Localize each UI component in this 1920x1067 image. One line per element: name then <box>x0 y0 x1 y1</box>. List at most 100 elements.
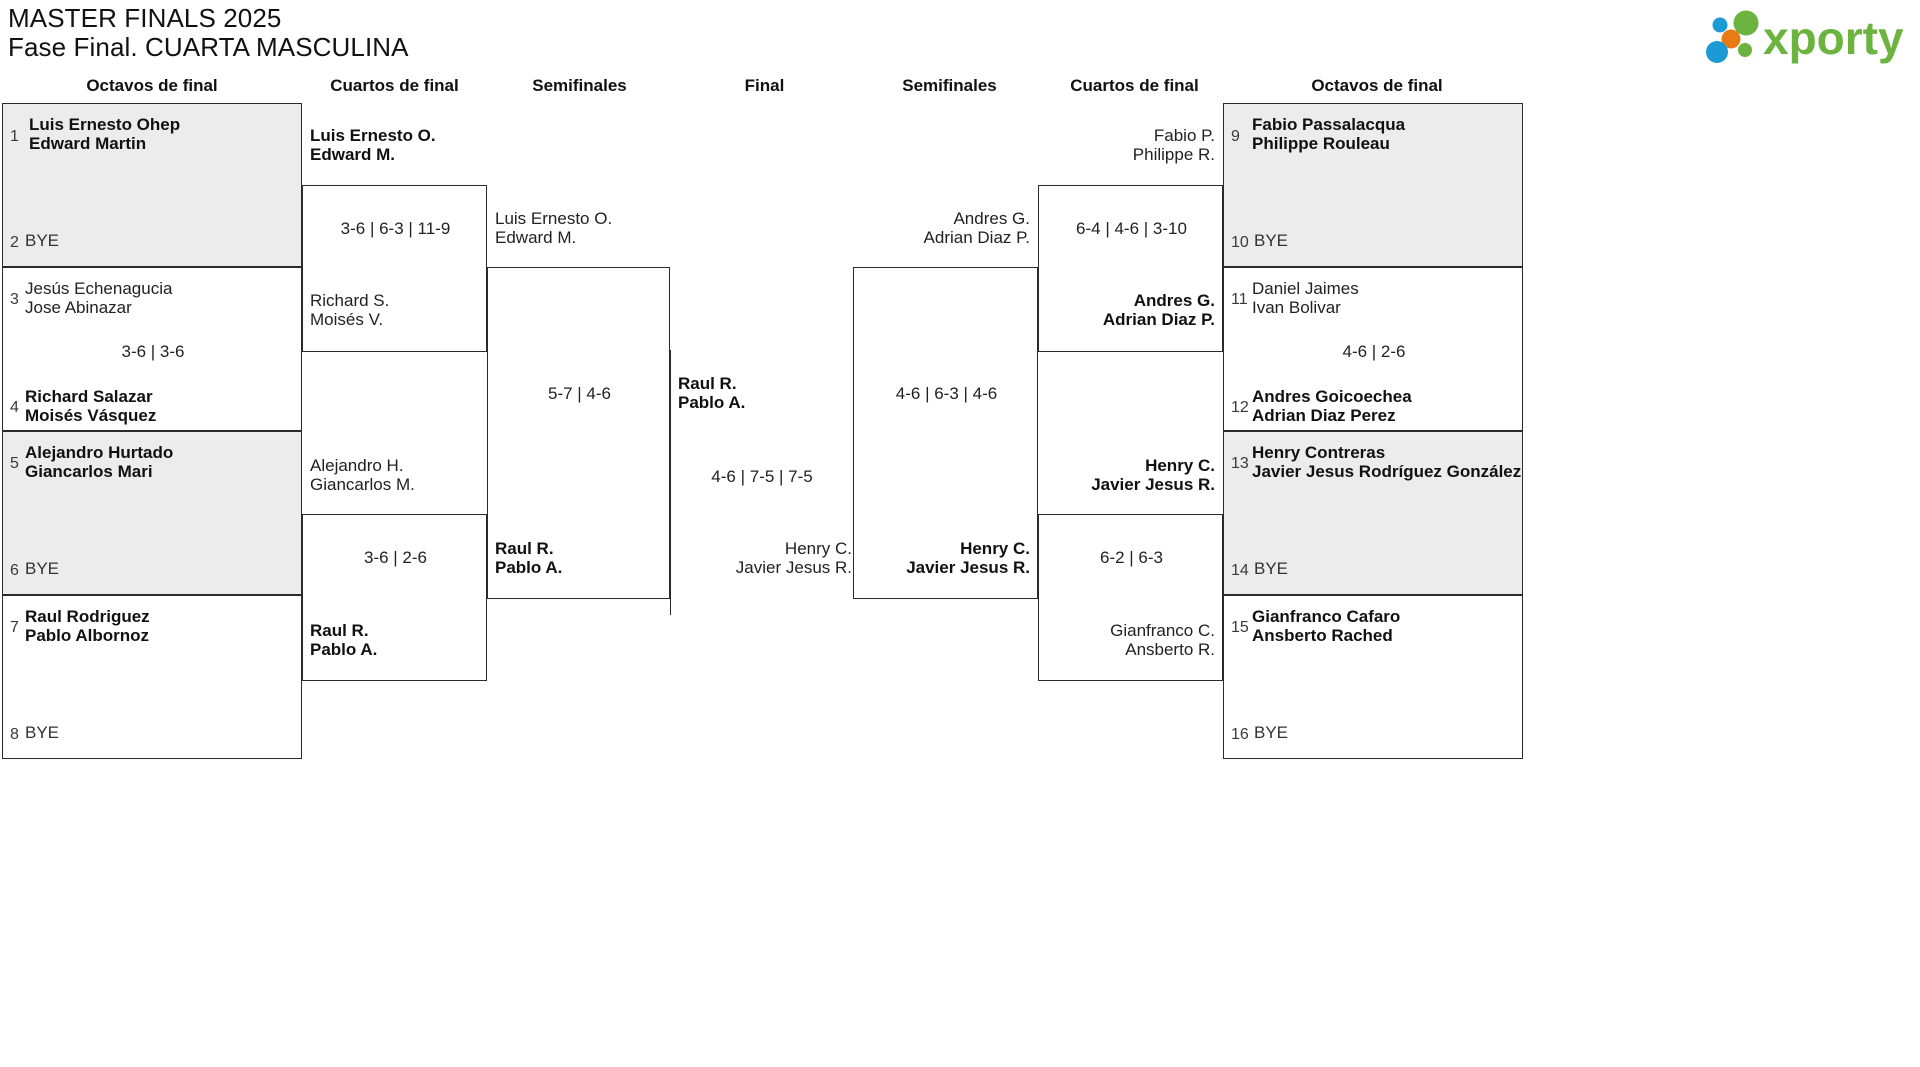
final-bottom-line2: Javier Jesus R. <box>735 558 852 577</box>
logo-dot-orange <box>1721 29 1741 49</box>
team-name-line2: Javier Jesus Rodríguez González <box>1252 462 1522 481</box>
seed-number: 10 <box>1231 234 1249 251</box>
right-r16-match-2[interactable]: 11 Daniel Jaimes Ivan Bolivar 4-6 | 2-6 … <box>1223 267 1523 431</box>
right-r16-match-1[interactable]: 9 Fabio Passalacqua Philippe Rouleau 10 … <box>1223 103 1523 267</box>
page-title: MASTER FINALS 2025 <box>8 3 282 33</box>
seed-number: 1 <box>10 128 19 145</box>
team-name-line1: Luis Ernesto Ohep <box>29 115 181 134</box>
logo-dot-green-small <box>1738 43 1752 57</box>
team-name-line1: Fabio Passalacqua <box>1252 115 1406 134</box>
seed-number: 16 <box>1231 726 1249 743</box>
right-sf-bottom-line2: Javier Jesus R. <box>906 558 1030 577</box>
round-header-right-r16: Octavos de final <box>1311 76 1443 95</box>
round-header-right-qf: Cuartos de final <box>1070 76 1199 95</box>
seed-number: 2 <box>10 234 19 251</box>
final-bottom-line1: Henry C. <box>784 539 852 558</box>
seed-number: 9 <box>1231 128 1240 145</box>
team-name-line2: Ivan Bolivar <box>1252 298 1341 317</box>
left-qf-m2-top-line1: Alejandro H. <box>310 456 404 475</box>
round-header-left-r16: Octavos de final <box>86 76 218 95</box>
team-name-line1: BYE <box>25 231 60 250</box>
right-r16-match-3[interactable]: 13 Henry Contreras Javier Jesus Rodrígue… <box>1223 431 1523 595</box>
right-r16-match-4[interactable]: 15 Gianfranco Cafaro Ansberto Rached 16 … <box>1223 595 1523 759</box>
team-name-line1: Daniel Jaimes <box>1252 279 1359 298</box>
xporty-logo: xporty <box>1705 8 1905 64</box>
team-name-line1: Raul Rodriguez <box>25 607 150 626</box>
left-r16-match-2[interactable]: 3 Jesús Echenagucia Jose Abinazar 3-6 | … <box>2 267 302 431</box>
match-score: 3-6 | 3-6 <box>121 342 185 361</box>
team-name-line2: Giancarlos Mari <box>25 462 153 481</box>
match-score: 4-6 | 6-3 | 4-6 <box>895 384 998 403</box>
right-sf-bottom-line1: Henry C. <box>960 539 1030 558</box>
seed-number: 3 <box>10 291 19 308</box>
left-qf-m2-bottom-line1: Raul R. <box>310 621 369 640</box>
team-name-line1: BYE <box>1254 231 1289 250</box>
team-name-line2: Adrian Diaz Perez <box>1252 406 1396 425</box>
team-name-line1: Gianfranco Cafaro <box>1252 607 1401 626</box>
seed-number: 15 <box>1231 619 1249 636</box>
right-qf-m2-top-line1: Henry C. <box>1145 456 1215 475</box>
left-qf-m2-top-line2: Giancarlos M. <box>310 475 415 494</box>
team-name-line2: Philippe Rouleau <box>1252 134 1390 153</box>
right-qf-match-2[interactable]: 6-2 | 6-3 <box>1038 514 1223 681</box>
team-name-line1: Alejandro Hurtado <box>25 443 174 462</box>
team-name-line2: Edward Martin <box>29 134 147 153</box>
team-name-line2: Moisés Vásquez <box>25 406 157 425</box>
final-top-line2: Pablo A. <box>678 393 746 412</box>
left-r16-match-4[interactable]: 7 Raul Rodriguez Pablo Albornoz 8 BYE <box>2 595 302 759</box>
match-score: 3-6 | 6-3 | 11-9 <box>340 219 451 238</box>
right-qf-m1-bottom-line2: Adrian Diaz P. <box>1102 310 1215 329</box>
team-name-line2: Pablo Albornoz <box>25 626 150 645</box>
left-qf-m1-bottom-line2: Moisés V. <box>310 310 384 329</box>
seed-number: 4 <box>10 399 19 416</box>
right-qf-m2-bottom-line1: Gianfranco C. <box>1110 621 1215 640</box>
left-qf-m2-bottom-line2: Pablo A. <box>310 640 378 659</box>
page-subtitle: Fase Final. CUARTA MASCULINA <box>8 32 409 62</box>
seed-number: 12 <box>1231 399 1249 416</box>
logo-wordmark: xporty <box>1763 12 1904 64</box>
left-sf-match[interactable]: 5-7 | 4-6 <box>487 267 670 599</box>
left-qf-m1-bottom-line1: Richard S. <box>310 291 390 310</box>
round-header-left-qf: Cuartos de final <box>330 76 459 95</box>
team-name-line1: BYE <box>25 723 60 742</box>
right-sf-match[interactable]: 4-6 | 6-3 | 4-6 <box>853 267 1038 599</box>
logo-dot-green-large <box>1733 10 1759 36</box>
match-score: 5-7 | 4-6 <box>547 384 611 403</box>
round-header-left-sf: Semifinales <box>532 76 627 95</box>
match-score: 6-4 | 4-6 | 3-10 <box>1076 219 1187 238</box>
match-score: 4-6 | 2-6 <box>1342 342 1406 361</box>
left-r16-match-1[interactable]: 1 Luis Ernesto Ohep Edward Martin 2 BYE <box>2 103 302 267</box>
right-qf-m1-bottom-line1: Andres G. <box>1133 291 1215 310</box>
round-header-right-sf: Semifinales <box>902 76 997 95</box>
match-score: 3-6 | 2-6 <box>363 548 427 567</box>
team-name-line1: Richard Salazar <box>25 387 153 406</box>
left-qf-m1-top-line2: Edward M. <box>310 145 396 164</box>
left-qf-match-2[interactable]: 3-6 | 2-6 <box>302 514 487 681</box>
team-name-line1: Henry Contreras <box>1252 443 1386 462</box>
right-sf-top-line1: Andres G. <box>953 209 1030 228</box>
round-header-final: Final <box>744 76 785 95</box>
logo-dot-blue-small <box>1712 17 1728 33</box>
match-score: 6-2 | 6-3 <box>1099 548 1163 567</box>
team-name-line1: Jesús Echenagucia <box>25 279 173 298</box>
seed-number: 5 <box>10 455 19 472</box>
seed-number: 7 <box>10 619 19 636</box>
left-sf-bottom-line1: Raul R. <box>495 539 554 558</box>
seed-number: 13 <box>1231 455 1249 472</box>
left-sf-top-line2: Edward M. <box>495 228 577 247</box>
left-r16-match-3[interactable]: 5 Alejandro Hurtado Giancarlos Mari 6 BY… <box>2 431 302 595</box>
final-left-edge <box>670 350 671 615</box>
seed-number: 14 <box>1231 562 1249 579</box>
team-name-line1: Andres Goicoechea <box>1252 387 1412 406</box>
seed-number: 8 <box>10 726 19 743</box>
final-score: 4-6 | 7-5 | 7-5 <box>711 467 813 486</box>
right-qf-m1-top-line2: Philippe R. <box>1132 145 1215 164</box>
right-qf-match-1[interactable]: 6-4 | 4-6 | 3-10 <box>1038 185 1223 352</box>
right-qf-m2-top-line2: Javier Jesus R. <box>1091 475 1215 494</box>
logo-dot-blue-large <box>1706 41 1728 63</box>
team-name-line2: Jose Abinazar <box>25 298 132 317</box>
team-name-line1: BYE <box>1254 723 1289 742</box>
left-qf-match-1[interactable]: 3-6 | 6-3 | 11-9 <box>302 185 487 352</box>
seed-number: 6 <box>10 562 19 579</box>
